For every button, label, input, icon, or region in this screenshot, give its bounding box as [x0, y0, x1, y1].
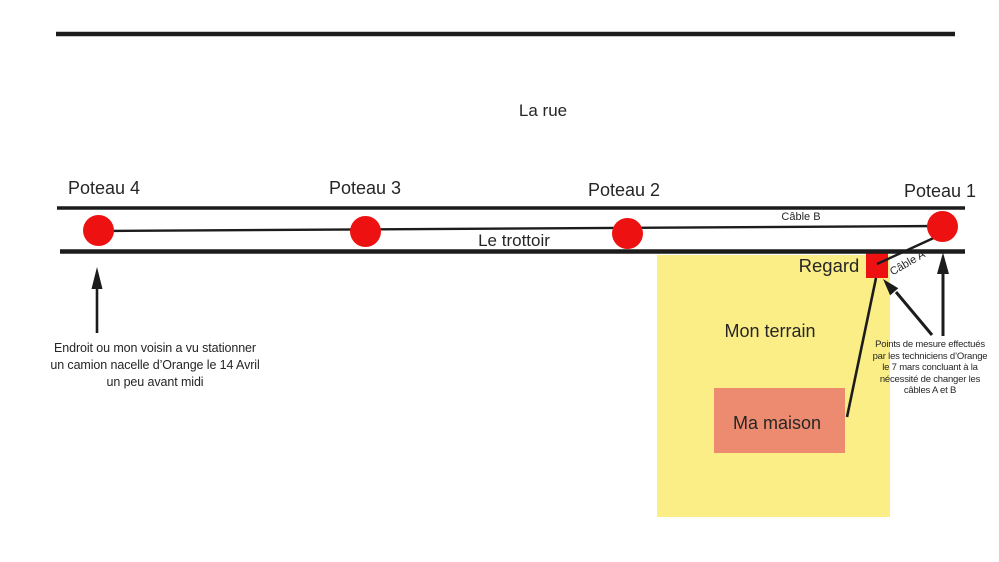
maison-label: Ma maison	[732, 413, 822, 433]
pole-label-4: Poteau 4	[67, 178, 141, 198]
cable-b-line	[99, 224, 942, 233]
cable-a-line	[876, 234, 939, 266]
terrain-label: Mon terrain	[724, 321, 816, 341]
terrain-area	[657, 255, 890, 517]
maison-to-regard-line	[845, 277, 878, 418]
measure-note: Points de mesure effectués par les techn…	[872, 339, 988, 397]
measure-arrow-regard-head-icon	[883, 279, 899, 296]
witness-note: Endroit ou mon voisin a vu stationner un…	[50, 341, 260, 389]
pole-label-3: Poteau 3	[328, 178, 402, 198]
witness-arrow-head-icon	[91, 267, 103, 289]
regard-label: Regard	[798, 255, 860, 276]
measure-arrow-regard-stem	[894, 291, 934, 336]
sidewalk-label: Le trottoir	[478, 231, 550, 250]
pole-1-marker	[927, 211, 958, 242]
regard-marker	[866, 253, 888, 278]
pole-label-2: Poteau 2	[587, 180, 661, 200]
pole-label-1: Poteau 1	[903, 181, 977, 201]
maison-area	[714, 388, 845, 453]
cable-b-label: Câble B	[781, 211, 821, 223]
street-label: La rue	[518, 101, 568, 120]
pole-4-marker	[83, 215, 114, 246]
pole-3-marker	[350, 216, 381, 247]
measure-arrow-pole-head-icon	[937, 252, 949, 274]
pole-2-marker	[612, 218, 643, 249]
